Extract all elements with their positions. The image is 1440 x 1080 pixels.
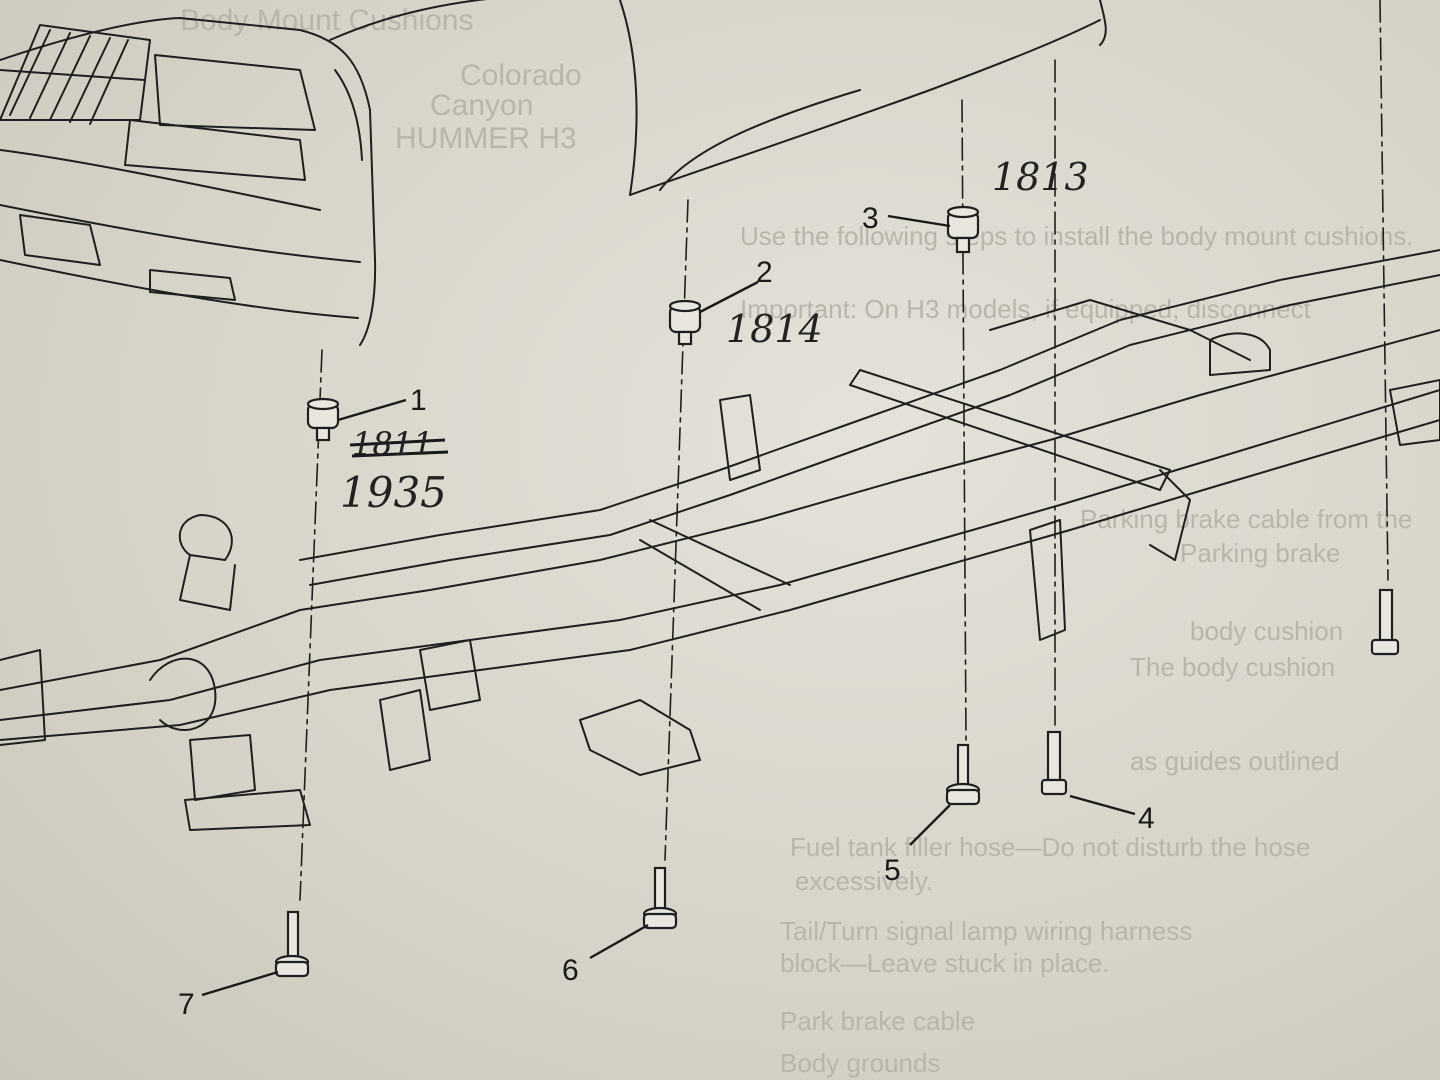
truck-fender-drawing — [329, 0, 1107, 196]
bg-bullet-5: Tail/Turn signal lamp wiring harness — [780, 916, 1192, 946]
callout-6: 6 — [562, 954, 579, 987]
callout-5: 5 — [884, 854, 901, 887]
callout-7: 7 — [178, 988, 195, 1021]
bg-header-2: Colorado — [460, 59, 582, 92]
callout-2: 2 — [756, 256, 773, 289]
callout-1: 1 — [410, 384, 427, 417]
body-mount-cushion-icon — [306, 397, 340, 442]
bg-header-3: Canyon — [430, 89, 533, 122]
body-mount-bolt-icon — [1040, 730, 1068, 796]
vehicle-frame-drawing — [0, 249, 1440, 831]
bg-bullet-1b: Parking brake — [1180, 538, 1340, 568]
handwritten-note-1814: 1814 — [726, 307, 823, 351]
bg-bullet-2: body cushion — [1190, 616, 1343, 646]
handwritten-note-1813: 1813 — [992, 155, 1089, 199]
cushion-group — [306, 205, 980, 442]
body-mount-cushion-icon — [668, 299, 702, 346]
bg-bullet-4b: excessively. — [795, 866, 933, 896]
handwritten-note-struck: 1811 — [352, 425, 434, 463]
bg-bullet-1: Parking brake cable from the — [1080, 504, 1412, 534]
assembly-center-lines — [299, 0, 1389, 901]
strike-through-mark — [349, 438, 449, 458]
callout-3: 3 — [862, 202, 879, 235]
body-mount-bolt-icon — [1370, 588, 1400, 656]
bg-bullet-3: as guides outlined — [1130, 746, 1340, 776]
body-mount-cushion-icon — [946, 205, 980, 254]
bg-bullet-7: Body grounds — [780, 1048, 940, 1078]
bg-bullet-5b: block—Leave stuck in place. — [780, 948, 1110, 978]
callout-4: 4 — [1138, 802, 1155, 835]
truck-front-end-drawing — [0, 17, 377, 346]
callout-leaders — [201, 214, 1136, 997]
body-mount-bolt-icon — [642, 866, 678, 930]
bg-bullet-6: Park brake cable — [780, 1006, 975, 1036]
body-mount-bolt-icon — [945, 743, 981, 806]
handwritten-note-1935: 1935 — [340, 468, 447, 517]
bolt-group — [274, 588, 1400, 978]
body-mount-bolt-icon — [274, 910, 310, 978]
bg-bullet-2b: The body cushion — [1130, 652, 1335, 682]
bg-header-4: HUMMER H3 — [395, 122, 577, 155]
bg-para-1: Use the following steps to install the b… — [740, 221, 1414, 251]
bg-bullet-4: Fuel tank filler hose—Do not disturb the… — [790, 832, 1310, 862]
